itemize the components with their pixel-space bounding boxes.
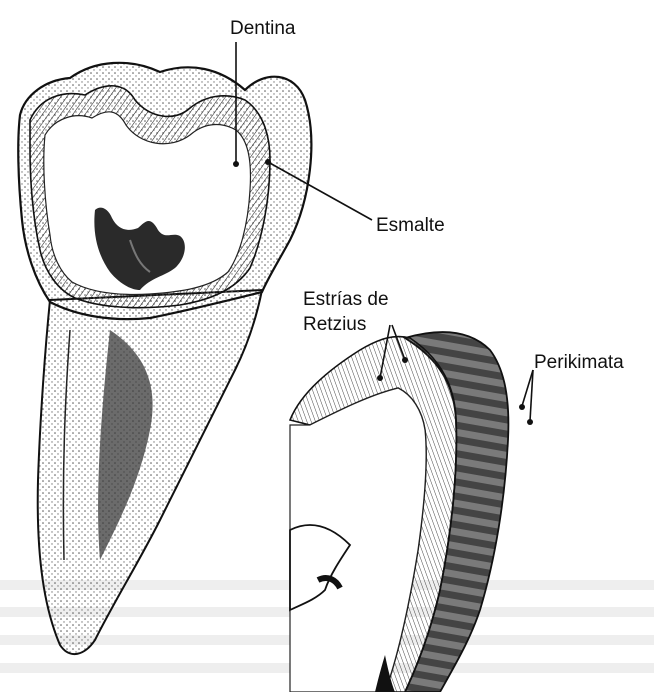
esmalte-label: Esmalte: [376, 215, 445, 236]
estrias-label-line1: Estrías de: [303, 289, 389, 310]
dentina-label: Dentina: [230, 18, 296, 39]
perikimata-label: Perikimata: [534, 352, 624, 373]
estrias-label-line2: Retzius: [303, 314, 366, 335]
